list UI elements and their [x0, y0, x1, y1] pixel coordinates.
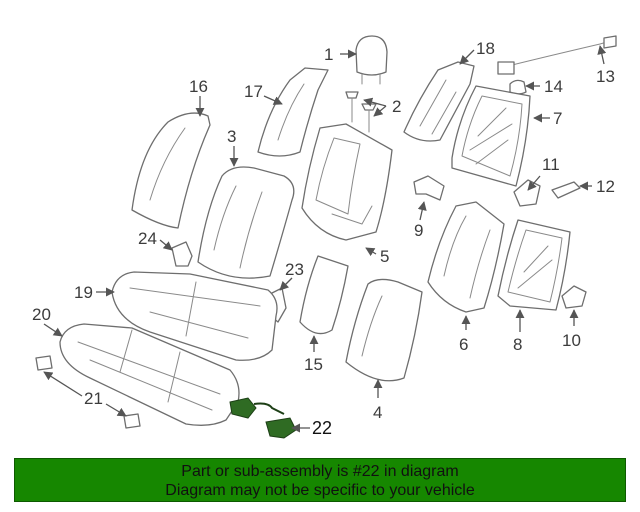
part-8-seatback-frame: [497, 219, 571, 311]
callout-20: 20: [32, 305, 51, 324]
callout-19: 19: [74, 283, 93, 302]
callout-18: 18: [476, 39, 495, 58]
callout-13: 13: [596, 67, 615, 86]
callout-21: 21: [84, 389, 103, 408]
callout-11: 11: [542, 155, 560, 174]
exploded-parts-diagram: 1 2 3 4 5 6 7 8 9 10 11 12 13 14 15 16 1…: [32, 35, 617, 439]
part-7-seatback-pad: [451, 85, 531, 187]
highlight-notice-banner: Part or sub-assembly is #22 in diagram D…: [14, 458, 626, 502]
part-6-seatback-cover: [427, 201, 505, 313]
callout-16: 16: [189, 77, 208, 96]
callout-10: 10: [562, 331, 581, 350]
part-9-bracket: [413, 175, 445, 201]
banner-line-2: Diagram may not be specific to your vehi…: [165, 482, 475, 499]
part-10-bracket: [561, 285, 587, 309]
callout-14: 14: [544, 77, 563, 96]
callout-2: 2: [392, 97, 401, 116]
part-24-clip: [171, 241, 193, 267]
part-3-seatback: [197, 166, 295, 279]
part-16-side-bolster: [131, 112, 211, 229]
banner-line-1: Part or sub-assembly is #22 in diagram: [181, 463, 459, 480]
part-15-panel: [299, 255, 349, 335]
callout-12: 12: [596, 177, 615, 196]
callout-4: 4: [373, 403, 382, 422]
part-4-seat-cover: [345, 278, 423, 382]
callout-numbers: 1 2 3 4 5 6 7 8 9 10 11 12 13 14 15 16 1…: [32, 39, 615, 438]
part-12-trim: [551, 181, 581, 199]
part-14-clip: [509, 79, 527, 95]
part-18-bracket: [403, 61, 475, 142]
part-1-headrest: [355, 35, 388, 85]
callout-5: 5: [380, 247, 389, 266]
callout-7: 7: [553, 109, 562, 128]
callout-22: 22: [312, 418, 332, 438]
callout-17: 17: [244, 82, 263, 101]
callout-23: 23: [285, 260, 304, 279]
part-22-highlighted-harness: [229, 397, 297, 439]
callout-15: 15: [304, 355, 323, 374]
callout-3: 3: [227, 127, 236, 146]
callout-9: 9: [414, 221, 423, 240]
part-13-cable: [497, 35, 617, 75]
callout-8: 8: [513, 335, 522, 354]
part-19-seat-cushion: [111, 271, 278, 361]
leader-lines: [43, 45, 607, 433]
callout-24: 24: [138, 229, 157, 248]
part-21-clips: [35, 355, 141, 429]
part-17-side-trim: [257, 67, 329, 157]
part-5-seatback-frame: [301, 123, 393, 241]
callout-1: 1: [324, 45, 333, 64]
part-11-latch: [513, 179, 541, 207]
callout-6: 6: [459, 335, 468, 354]
